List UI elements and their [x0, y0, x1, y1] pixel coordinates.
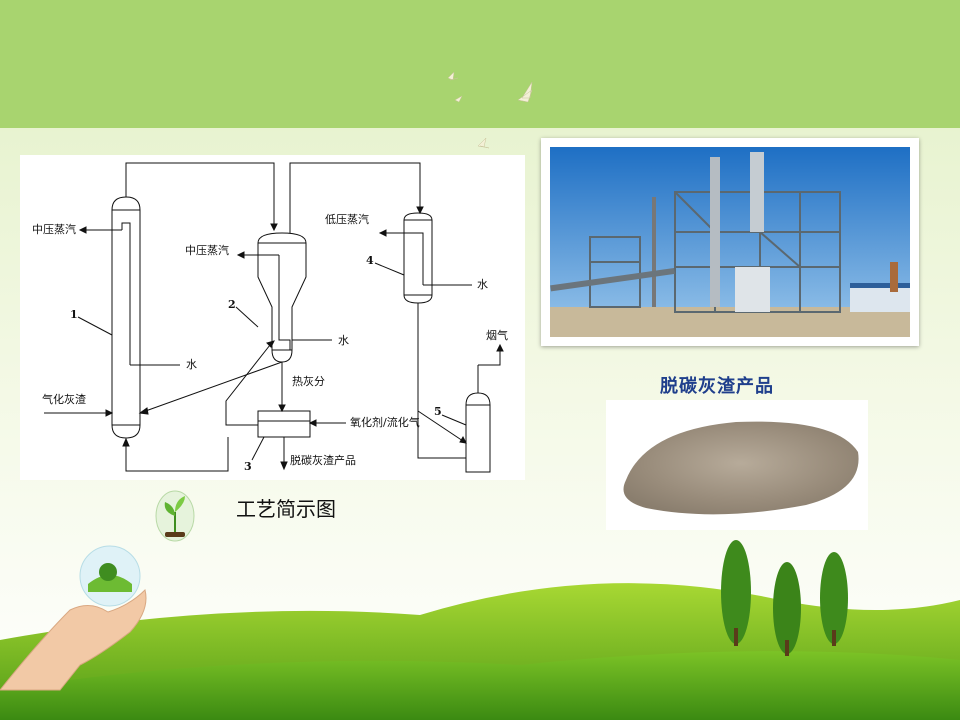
- label-oxidant: 氧化剂/流化气: [350, 416, 420, 429]
- vessel-4: [403, 212, 433, 304]
- label-steam-low: 低压蒸汽: [325, 213, 369, 226]
- powder-image: [623, 421, 859, 515]
- label-gasified-ash: 气化灰渣: [42, 393, 86, 406]
- tree-icon: [721, 540, 848, 656]
- header-band: [0, 0, 960, 128]
- vessel-3: [257, 410, 311, 438]
- label-water-1: 水: [186, 358, 197, 371]
- number-2: 2: [228, 298, 236, 311]
- diagram-caption: 工艺简示图: [236, 497, 336, 521]
- number-5: 5: [434, 405, 442, 418]
- number-4: 4: [366, 254, 374, 267]
- number-1: 1: [70, 308, 78, 321]
- label-water-4: 水: [477, 278, 488, 291]
- label-flue-gas: 烟气: [486, 329, 508, 342]
- plant-photo-image: [550, 147, 910, 337]
- process-flow-svg: [44, 162, 504, 473]
- hand-globe-icon: [0, 545, 147, 691]
- plant-photo: [541, 138, 919, 346]
- label-product: 脱碳灰渣产品: [290, 454, 356, 467]
- vessel-1: [111, 196, 141, 439]
- label-hot-ash: 热灰分: [292, 375, 325, 388]
- vessel-2: [257, 232, 307, 363]
- leaf-sprout-icon: [155, 490, 195, 542]
- bird-icon: [447, 71, 533, 149]
- label-steam-mid-2: 中压蒸汽: [185, 244, 229, 257]
- hill-front: [0, 651, 960, 720]
- product-title: 脱碳灰渣产品: [660, 376, 774, 397]
- process-diagram: 中压蒸汽 中压蒸汽 低压蒸汽 水 水 水 气化灰渣 热灰分 氧化剂/流化气 脱碳…: [20, 155, 525, 480]
- number-3: 3: [244, 460, 252, 473]
- label-steam-mid-1: 中压蒸汽: [32, 223, 76, 236]
- label-water-2: 水: [338, 334, 349, 347]
- powder-photo: [606, 400, 868, 530]
